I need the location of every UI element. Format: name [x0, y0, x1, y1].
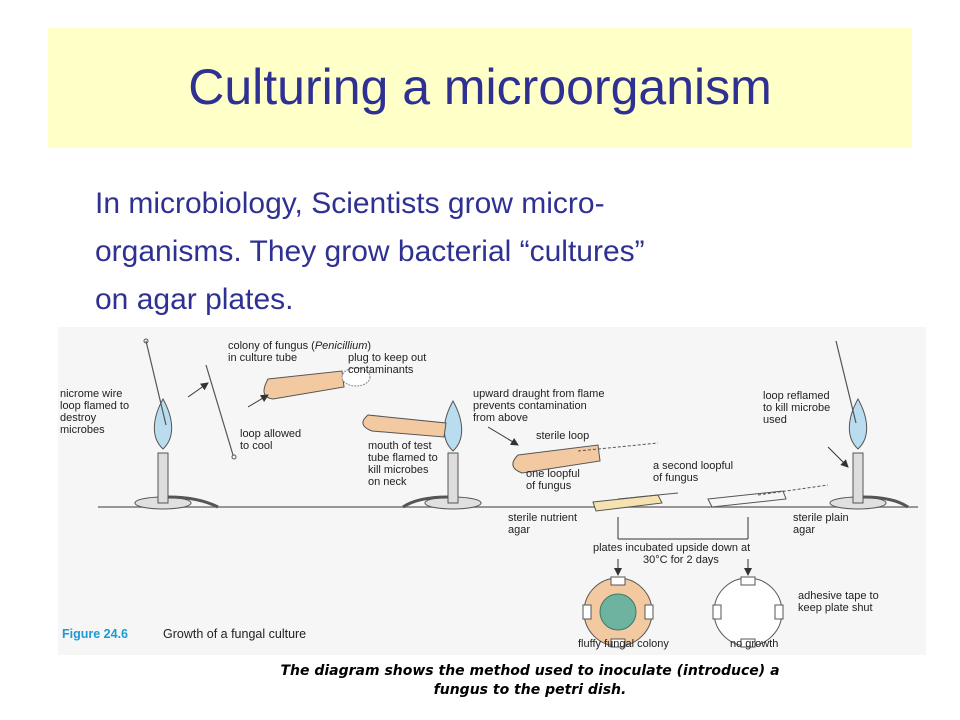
label-loopcool-2: to cool [240, 440, 272, 452]
label-no-growth: no growth [730, 638, 778, 650]
label-loopful1-2: of fungus [526, 480, 572, 492]
label-nicrome-2: loop flamed to [60, 400, 129, 412]
bunsen-burner-icon [134, 397, 219, 510]
slide-caption: The diagram shows the method used to ino… [230, 662, 830, 700]
no-growth-plate-icon [712, 576, 784, 648]
title-band: Culturing a microorganism [48, 28, 912, 148]
body-line-1: In microbiology, Scientists grow micro- [95, 187, 605, 220]
arrow-4 [827, 446, 849, 468]
label-sterile-loop: sterile loop [536, 430, 589, 442]
wire-loop-tip-1 [143, 338, 149, 344]
label-fluffy: fluffy fungal colony [578, 638, 669, 650]
culture-diagram: nicrome wire loop flamed to destroy micr… [58, 327, 926, 655]
label-loopful1-1: one loopful [526, 468, 580, 480]
label-draught-3: from above [473, 412, 528, 424]
label-plain-1: sterile plain [793, 512, 849, 524]
sterile-loop-line [577, 442, 659, 452]
label-plug-2: contaminants [348, 364, 414, 376]
culture-tube-icon [263, 367, 371, 400]
label-nutrient-2: agar [508, 524, 530, 536]
label-loopful2-2: of fungus [653, 472, 699, 484]
arrow-1 [187, 382, 209, 398]
tube-loop [512, 444, 601, 474]
bunsen-burner-3-icon [829, 397, 909, 510]
body-line-2: organisms. They grow bacterial “cultures… [95, 235, 645, 268]
caption-line-1: The diagram shows the method used to ino… [280, 663, 780, 679]
label-nicrome-1: nicrome wire [60, 388, 122, 400]
label-reflamed-2: to kill microbe [763, 402, 830, 414]
label-incubated-2: 30°C for 2 days [643, 554, 719, 566]
cooling-loop-tip [231, 454, 237, 460]
label-nicrome-4: microbes [60, 424, 105, 436]
arrow-3 [487, 426, 519, 446]
caption-line-2: fungus to the petri dish. [433, 682, 627, 698]
label-tape-2: keep plate shut [798, 602, 873, 614]
figure-title: Growth of a fungal culture [163, 627, 306, 641]
label-loopcool-1: loop allowed [240, 428, 301, 440]
label-mouth-2: tube flamed to [368, 452, 438, 464]
label-nicrome-3: destroy [60, 412, 97, 424]
label-mouth-4: on neck [368, 476, 407, 488]
label-reflamed-1: loop reflamed [763, 390, 830, 402]
figure-number: Figure 24.6 [62, 627, 128, 641]
label-reflamed-3: used [763, 414, 787, 426]
label-tape-1: adhesive tape to [798, 590, 879, 602]
body-text: In microbiology, Scientists grow micro- … [95, 180, 915, 324]
fluffy-colony-plate-icon [582, 576, 654, 648]
label-draught-1: upward draught from flame [473, 388, 604, 400]
label-colony-1: colony of fungus (Penicillium) [228, 340, 371, 352]
label-mouth-1: mouth of test [368, 440, 432, 452]
bunsen-burner-2-icon [402, 399, 482, 510]
petri-dish-plain-icon [707, 484, 829, 508]
petri-dish-nutrient-icon [592, 492, 679, 512]
slide-title: Culturing a microorganism [188, 59, 772, 115]
wire-loop-1 [145, 340, 167, 426]
label-draught-2: prevents contamination [473, 400, 587, 412]
culture-diagram-svg: nicrome wire loop flamed to destroy micr… [60, 338, 918, 650]
label-mouth-3: kill microbes [368, 464, 429, 476]
label-loopful2-1: a second loopful [653, 460, 733, 472]
label-incubated-1: plates incubated upside down at [593, 542, 750, 554]
label-plug-1: plug to keep out [348, 352, 426, 364]
arrow-2 [247, 394, 269, 408]
body-line-3: on agar plates. [95, 283, 294, 316]
tube-flamed [362, 414, 447, 438]
reflame-loop [835, 340, 857, 424]
label-plain-2: agar [793, 524, 815, 536]
label-colony-2: in culture tube [228, 352, 297, 364]
label-nutrient-1: sterile nutrient [508, 512, 577, 524]
cooling-loop [205, 364, 234, 456]
